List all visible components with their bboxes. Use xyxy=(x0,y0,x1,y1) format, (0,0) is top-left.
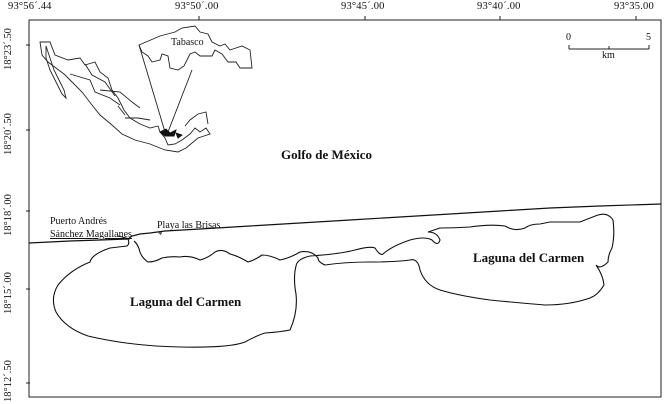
y-tick-label: 18°12´.50 xyxy=(3,360,14,402)
coastline xyxy=(28,203,662,244)
x-tick-label: 93°50´.00 xyxy=(175,1,219,12)
x-tick-label: 93°56´.44 xyxy=(8,1,52,12)
beach-label: Playa las Brisas xyxy=(157,220,221,231)
scale-bar xyxy=(568,45,650,50)
inset-state-label: Tabasco xyxy=(171,37,204,48)
y-tick-label: 18°18´.00 xyxy=(3,194,14,236)
lagoon-west-label: Laguna del Carmen xyxy=(130,294,242,309)
y-tick-label: 18°20´.50 xyxy=(3,113,14,155)
x-tick-label: 93°35.00 xyxy=(614,1,654,12)
port-label-line1: Puerto Andrés xyxy=(50,216,107,227)
scale-end-label: 5 xyxy=(646,32,651,43)
inset-mexico-map xyxy=(39,25,253,153)
beach-star-icon: * xyxy=(158,230,163,240)
scale-start-label: 0 xyxy=(566,32,571,43)
port-pointer xyxy=(117,235,131,240)
map-frame xyxy=(28,19,662,398)
lagoon-west-outline xyxy=(52,213,615,348)
y-axis-ticks xyxy=(26,44,30,384)
x-tick-label: 93°45´.00 xyxy=(341,1,385,12)
x-axis-ticks xyxy=(198,16,637,20)
scale-unit-label: km xyxy=(602,50,615,61)
gulf-label: Golfo de México xyxy=(281,147,372,162)
y-tick-label: 18°15´.00 xyxy=(3,272,14,314)
x-tick-label: 93°40´.00 xyxy=(477,1,521,12)
lagoon-east-label: Laguna del Carmen xyxy=(473,250,585,265)
y-tick-label: 18°23´.50 xyxy=(3,28,14,70)
port-label-line2: Sánchez Magallanes xyxy=(50,229,132,240)
